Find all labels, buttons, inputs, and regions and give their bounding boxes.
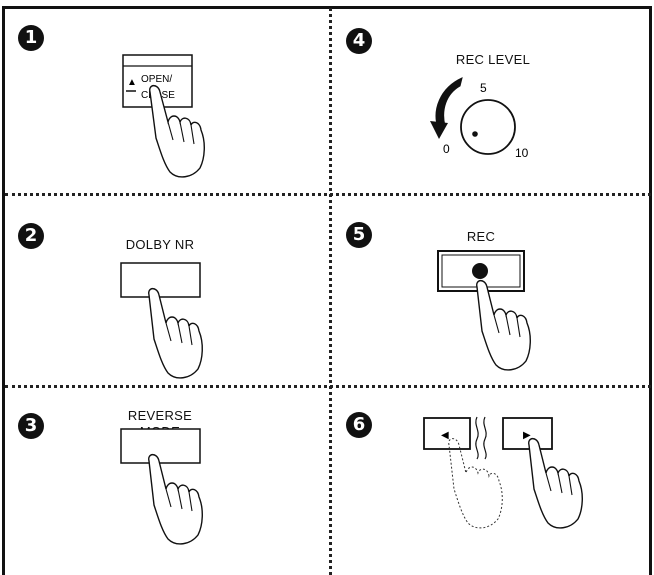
rec-button-illustration	[330, 195, 654, 385]
pressing-hand-3	[149, 455, 203, 544]
direction-buttons-illustration: ◀ ▶	[330, 387, 654, 575]
break-mark-icon	[476, 417, 486, 459]
step-5-panel: 5 REC	[330, 195, 654, 385]
record-dot-icon	[472, 263, 488, 279]
step-3-panel: 3 REVERSE MODE	[0, 387, 330, 575]
knob-indicator	[472, 131, 478, 137]
dolby-nr-illustration	[0, 195, 330, 385]
dial-mark-5: 5	[480, 81, 487, 95]
dial-mark-10: 10	[515, 146, 529, 160]
step-2-panel: 2 DOLBY NR	[0, 195, 330, 385]
dial-mark-0: 0	[443, 142, 450, 156]
eject-icon: ▲	[127, 77, 137, 88]
open-label: OPEN/	[141, 74, 172, 85]
pressing-hand-1	[150, 86, 205, 177]
step-4-panel: 4 REC LEVEL 5 0 10	[330, 0, 654, 193]
dotted-pressing-hand	[449, 439, 503, 528]
open-close-illustration: ▲ OPEN/ CLOSE	[0, 0, 330, 193]
left-arrow-icon: ◀	[441, 430, 449, 441]
pressing-hand-2	[149, 289, 203, 378]
reverse-mode-button[interactable]	[121, 429, 200, 463]
rec-level-dial-illustration: 5 0 10	[330, 0, 654, 193]
dolby-nr-button[interactable]	[121, 263, 200, 297]
turn-clockwise-arrow-icon	[436, 78, 462, 128]
pressing-hand-5	[477, 281, 531, 370]
step-6-panel: 6 ◀ ▶	[330, 387, 654, 575]
pressing-hand-6	[529, 439, 583, 528]
rec-level-knob[interactable]	[461, 100, 515, 154]
step-1-panel: 1 ▲ OPEN/ CLOSE	[0, 0, 330, 193]
reverse-mode-illustration	[0, 387, 330, 575]
